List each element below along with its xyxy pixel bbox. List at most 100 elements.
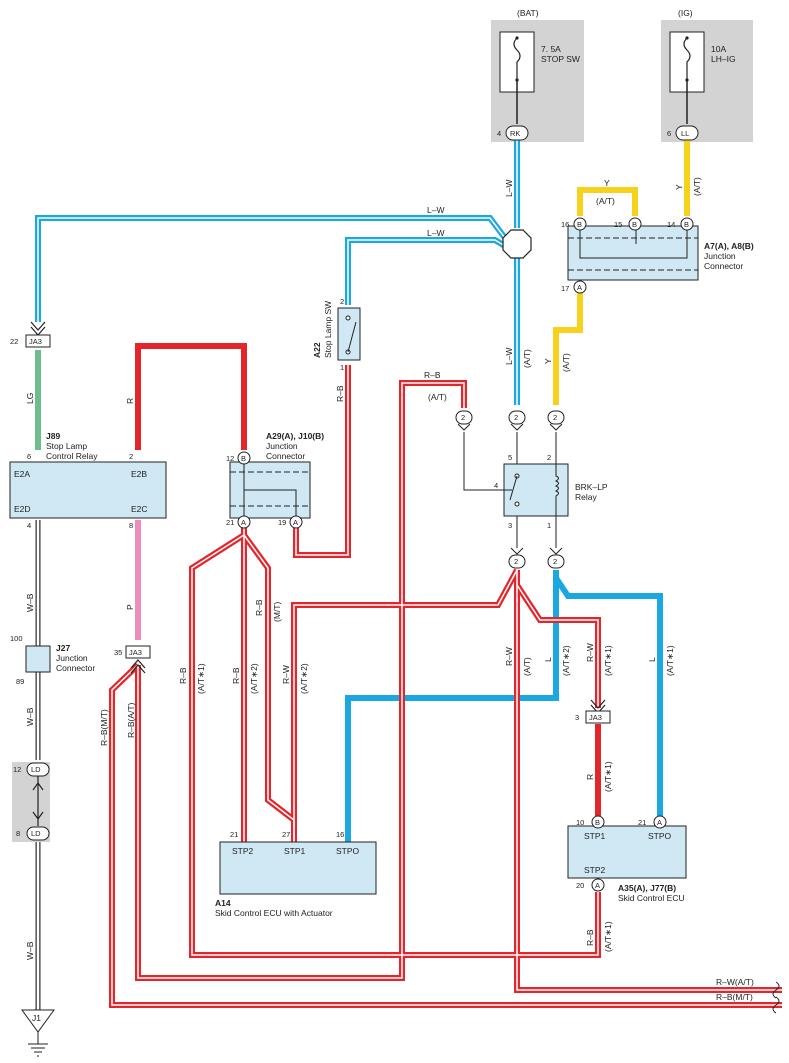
wire-label-at2-3: (A/T∗2) <box>561 645 571 676</box>
connector-ld-top-pin: 12 <box>13 765 21 774</box>
a35-pin20-letter: A <box>595 881 600 890</box>
wire-label-l-2: L <box>647 657 657 662</box>
connector-ld-bottom-pin: 8 <box>16 829 20 838</box>
j89-e2d: E2D <box>14 504 31 514</box>
wire-label-rb-mt: R–B(M/T) <box>99 709 109 746</box>
wire-label-wb-1: W–B <box>25 593 35 612</box>
a14-id: A14 <box>215 898 231 908</box>
connector-2-c: 2 <box>547 410 565 431</box>
wire-label-at1-1: (A/T∗1) <box>196 663 206 694</box>
wire-label-y-2: Y <box>674 184 684 190</box>
splice-octagon <box>502 229 532 259</box>
wire-label-lg: LG <box>25 393 35 404</box>
connector-2-a: 2 <box>455 410 473 431</box>
wire-label-y-3: Y <box>543 358 553 364</box>
a29-pin12-letter: B <box>241 454 246 463</box>
wire-label-mt: (M/T) <box>272 602 282 622</box>
a29-line1: Junction <box>266 441 298 451</box>
wire-y <box>553 140 690 405</box>
a29-pin19: 19 <box>278 518 286 527</box>
skid-control-ecu-a35: STP1 STPO STP2 B A A 10 21 20 A35(A), J7… <box>567 815 687 903</box>
wire-label-lw-3: L–W <box>504 180 514 197</box>
j27-line2: Connector <box>56 663 95 673</box>
stop-lamp-switch-a22: 2 1 A22 Stop Lamp SW <box>312 297 361 372</box>
wire-label-at1-2: (A/T∗1) <box>603 645 613 676</box>
wire-break-marks <box>772 981 780 1014</box>
j89-line1: Stop Lamp <box>46 441 87 451</box>
connector-ld-top: LD 12 <box>13 762 50 826</box>
wire-l <box>345 570 663 842</box>
a7-pin15-letter: B <box>632 220 637 229</box>
wire-label-rb-5: R–B <box>231 667 241 684</box>
connector-2-e: 2 <box>547 547 565 569</box>
fuse-lh-ig-rating: 10A <box>711 44 726 54</box>
wire-label-rw-1: R–W <box>281 665 291 684</box>
a7-line1: Junction <box>704 251 736 261</box>
a7-pin16: 16 <box>561 220 569 229</box>
fuse-lh-ig-name: LH–IG <box>711 54 736 64</box>
connector-rk: RK 4 <box>497 125 529 141</box>
connector-ja3-top: JA3 22 <box>10 321 51 348</box>
brk-line1: BRK–LP <box>575 482 608 492</box>
a14-stp2: STP2 <box>232 846 254 856</box>
wire-label-at1-3: (A/T∗1) <box>665 645 675 676</box>
connector-2-d: 2 <box>508 547 526 569</box>
wire-label-lw-at: (A/T) <box>522 349 532 368</box>
ground-j1: J1 <box>21 1009 55 1057</box>
wire-label-rb-3: R–B <box>254 599 264 616</box>
connector-ja3-right-pin: 3 <box>575 713 579 722</box>
j89-pin6: 6 <box>27 452 31 461</box>
connector-ja3-mid: JA3 35 <box>114 645 151 674</box>
brk-pin4: 4 <box>494 481 498 490</box>
brk-pin5: 5 <box>508 453 512 462</box>
a22-pin1: 1 <box>340 363 344 372</box>
wire-label-wb-2: W–B <box>25 707 35 726</box>
j89-pin2: 2 <box>129 452 133 461</box>
connector-ja3-top-pin: 22 <box>10 337 18 346</box>
a7-pin17-letter: A <box>577 283 582 292</box>
wire-r <box>135 343 247 450</box>
wire-label-rb-mt-out: R–B(M/T) <box>716 992 753 1002</box>
a35-pin20: 20 <box>576 881 584 890</box>
fuse-stop-sw: 7. 5A STOP SW <box>499 31 580 93</box>
connector-2-group: 2 2 2 2 2 <box>455 410 565 569</box>
j27-pin89: 89 <box>16 677 24 686</box>
wire-label-lw-4: L–W <box>504 348 514 365</box>
wire-label-r: R <box>125 398 135 404</box>
wire-lw <box>35 140 520 405</box>
connector-2-d-label: 2 <box>514 557 518 566</box>
junction-connector-a7: B B B A 16 15 14 17 A7(A), A8(B) Junctio… <box>561 217 754 294</box>
connector-ld-top-code: LD <box>31 765 41 774</box>
a7-pin15: 15 <box>614 220 622 229</box>
j89-id: J89 <box>46 431 60 441</box>
connector-ja3-mid-pin: 35 <box>114 648 122 657</box>
a14-pin27: 27 <box>282 830 290 839</box>
connector-ll: LL 6 <box>667 125 699 141</box>
brk-lp-relay: 5 2 4 3 1 BRK–LP Relay <box>463 432 608 530</box>
a29-pin21: 21 <box>226 518 234 527</box>
wire-label-y-at-1: (A/T) <box>596 196 615 206</box>
a7-pin17: 17 <box>561 284 569 293</box>
wire-label-at2-1: (A/T∗2) <box>249 663 259 694</box>
ig-source-label: (IG) <box>678 8 693 18</box>
fuse-stop-sw-name: STOP SW <box>541 54 580 64</box>
wire-label-y-1: Y <box>604 178 610 188</box>
brk-pin1: 1 <box>547 521 551 530</box>
a35-stp1: STP1 <box>584 831 606 841</box>
connector-ja3-right: JA3 3 <box>575 699 611 724</box>
a7-pin14-letter: B <box>684 220 689 229</box>
a35-stp2: STP2 <box>584 865 606 875</box>
a29-pin12: 12 <box>226 454 234 463</box>
wire-label-rb-at: R–B(A/T) <box>126 702 136 738</box>
j89-e2a: E2A <box>14 469 30 479</box>
connector-2-c-label: 2 <box>553 413 557 422</box>
j89-pin8: 8 <box>129 521 133 530</box>
wire-label-rw-2: R–W <box>504 647 514 666</box>
wire-label-rb-at-1: (A/T) <box>428 392 447 402</box>
junction-connector-a29: B A A 12 21 19 A29(A), J10(B) Junction C… <box>226 431 324 529</box>
a35-stpo: STPO <box>648 831 672 841</box>
wire-label-rb-1: R–B <box>424 370 441 380</box>
connector-2-a-label: 2 <box>461 413 465 422</box>
wire-label-rw-3: R–W <box>585 643 595 662</box>
wire-label-at1-5: (A/T∗1) <box>603 921 613 952</box>
